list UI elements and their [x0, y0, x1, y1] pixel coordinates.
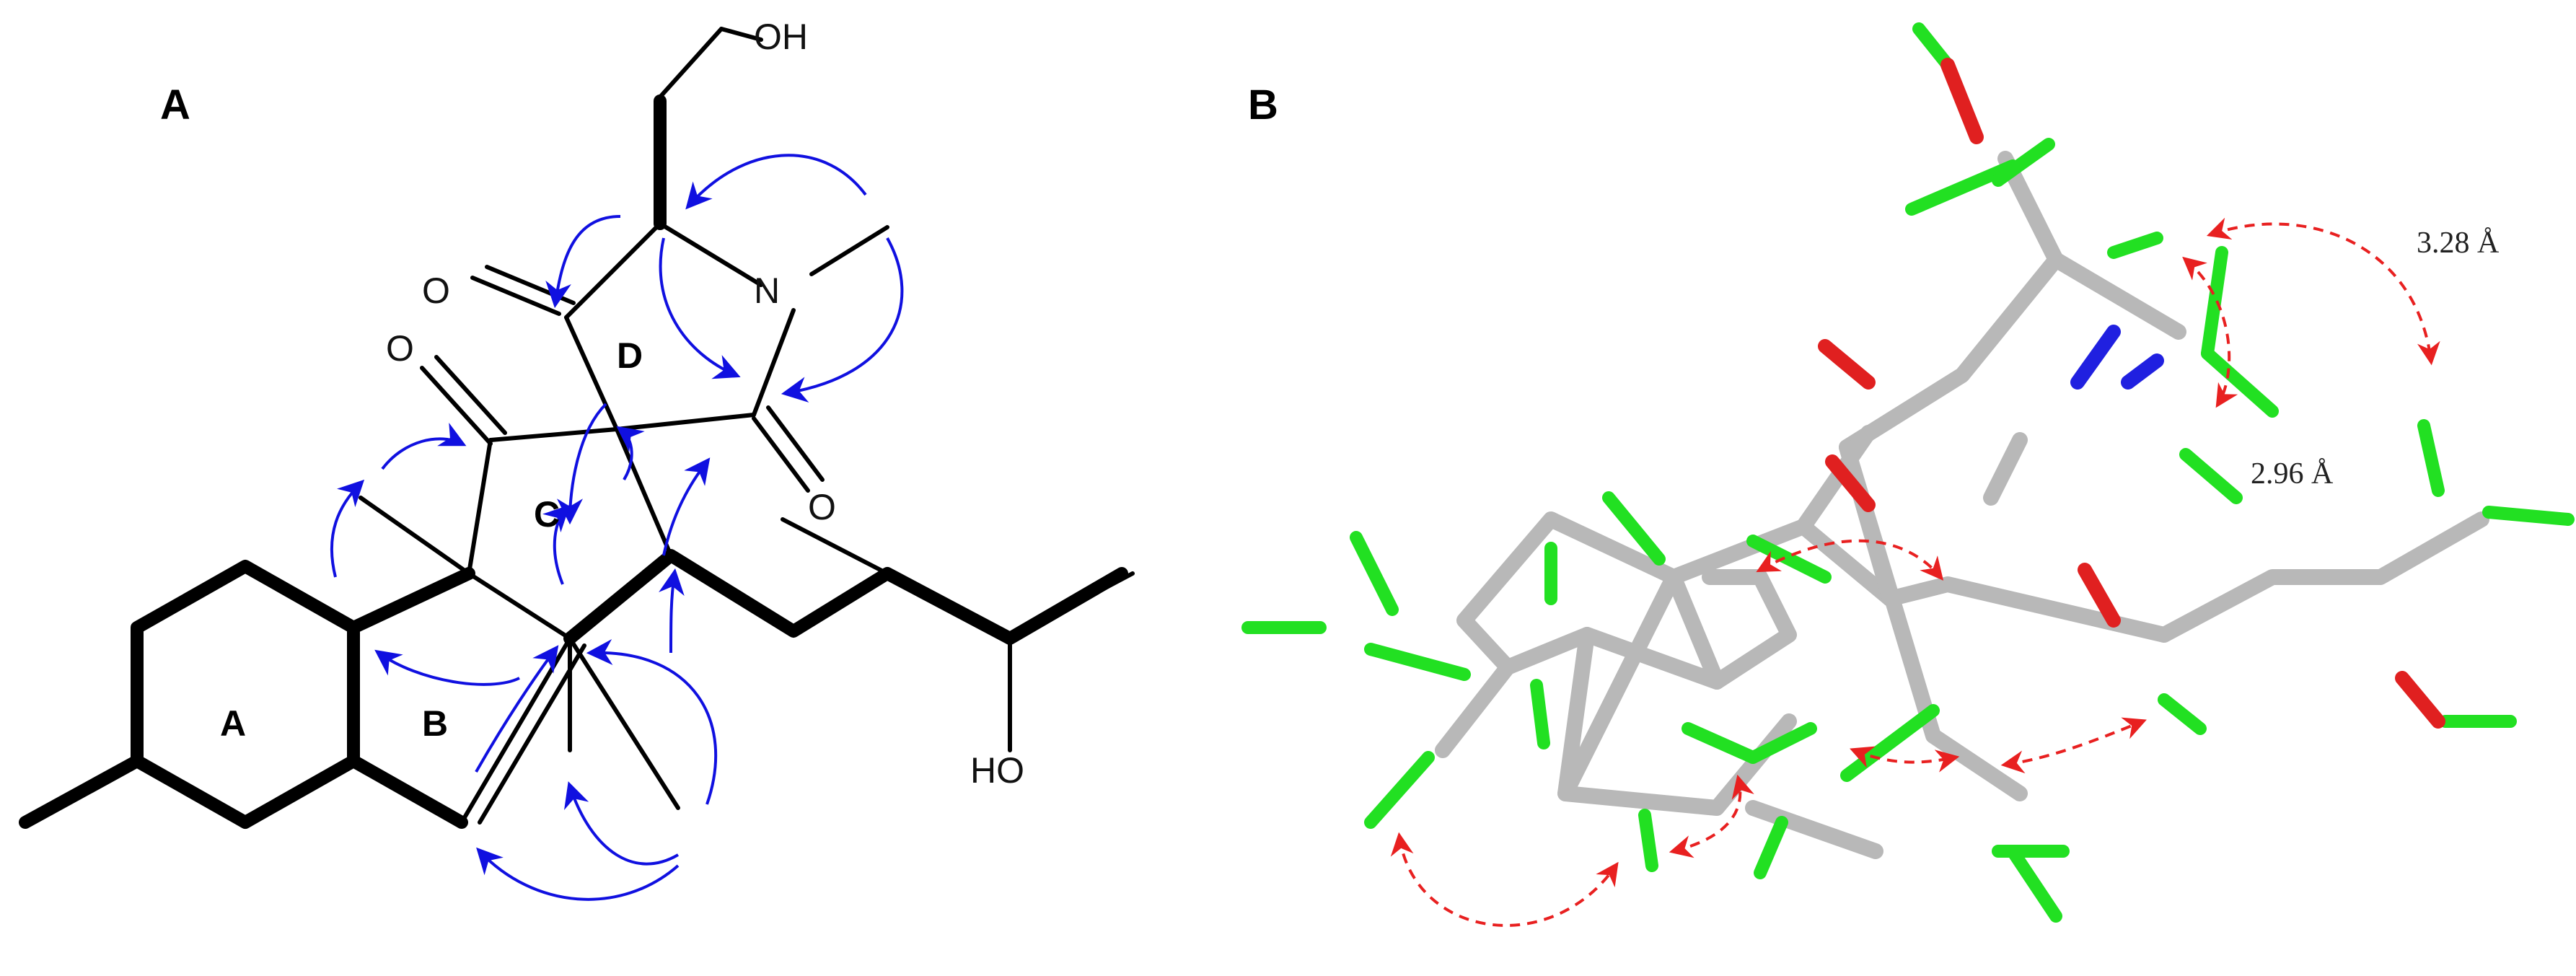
atom-o-ketone-d: O: [422, 271, 450, 311]
panel-a: A: [19, 17, 1135, 901]
ring-label-b: B: [422, 703, 448, 744]
hmbc-arrows: [330, 154, 904, 901]
oxygens: [1818, 58, 2445, 729]
panel-label-b: B: [1248, 82, 1278, 128]
panel-b: B: [1241, 22, 2575, 927]
atom-oh-top: OH: [754, 17, 808, 57]
hydrogens: [1241, 22, 2575, 923]
distance-label-1: 3.28 Å: [2417, 227, 2500, 260]
ring-label-d: D: [617, 335, 643, 376]
atom-n-lactam: N: [754, 271, 780, 311]
roesy-arrows: [1390, 217, 2440, 927]
carbon-skeleton: [1435, 151, 2489, 859]
panel-label-a: A: [160, 82, 190, 128]
bold-bonds: [19, 94, 1128, 829]
atom-o-lactam: O: [808, 487, 836, 527]
atom-ho-side: HO: [970, 750, 1024, 791]
distance-label-2: 2.96 Å: [2251, 457, 2334, 491]
nitrogen: [2070, 325, 2164, 390]
ring-label-a: A: [220, 703, 246, 744]
thin-bonds: [359, 27, 1135, 825]
atom-o-ketone-c: O: [386, 328, 414, 369]
ring-label-c: C: [534, 494, 560, 535]
